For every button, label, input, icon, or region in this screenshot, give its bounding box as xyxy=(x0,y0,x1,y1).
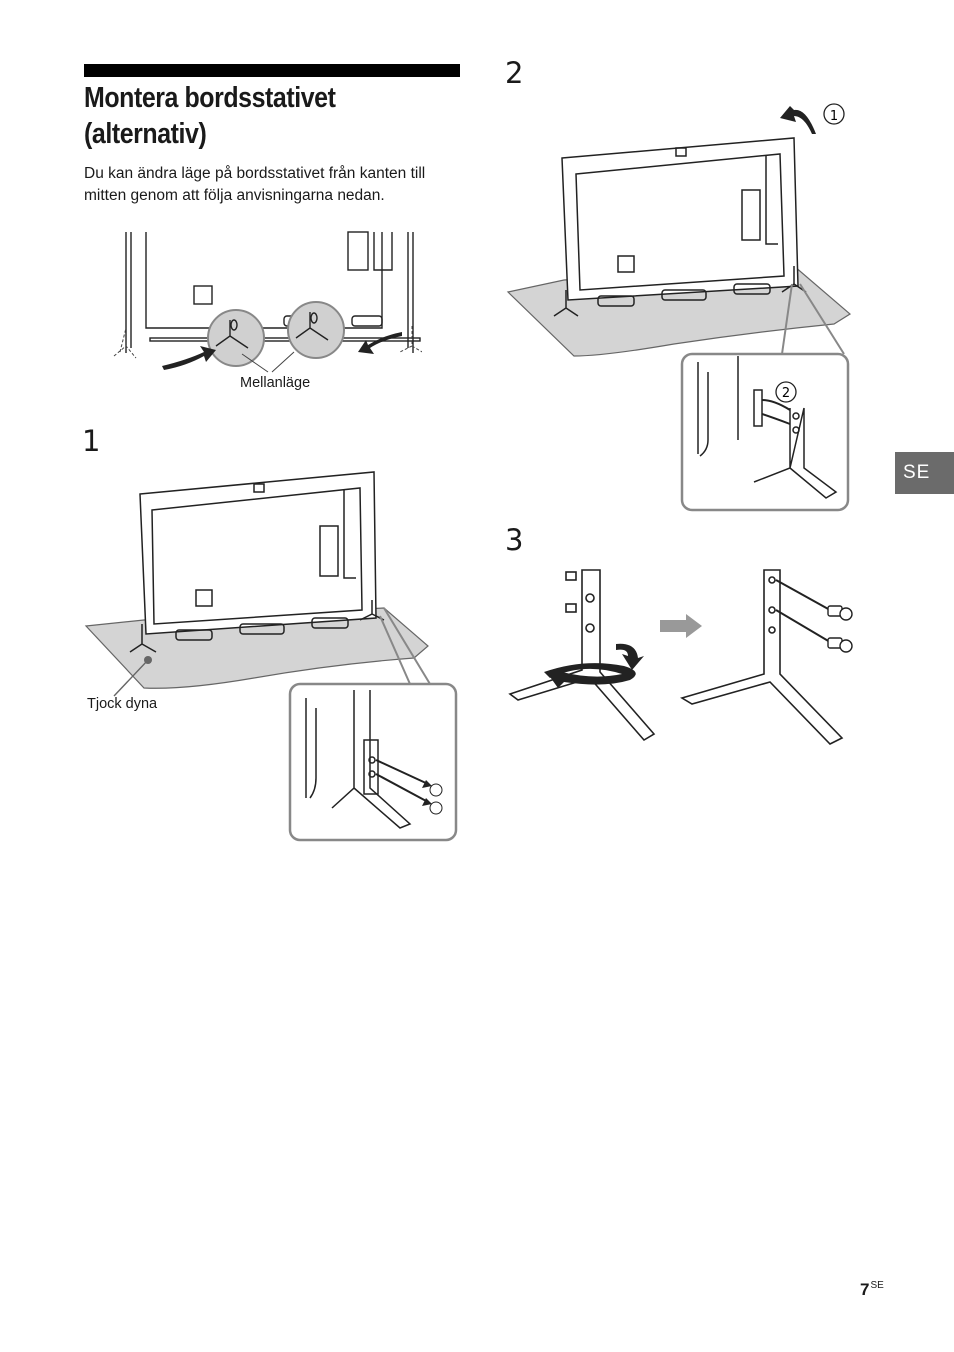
overview-figure xyxy=(113,231,422,373)
label-middle-position: Mellanläge xyxy=(240,375,311,391)
label-thick-cushion: Tjock dyna xyxy=(87,696,158,712)
heading-rule xyxy=(84,64,460,77)
step-2-figure: 1 2 xyxy=(506,103,852,512)
step-3-figure xyxy=(508,569,853,745)
callout-2-number: 2 xyxy=(782,386,790,401)
callout-1-number: 1 xyxy=(830,109,838,124)
step-1-figure xyxy=(84,471,458,842)
intro-text: Du kan ändra läge på bordsstativet från … xyxy=(84,165,426,204)
page-number: 7SE xyxy=(860,1280,884,1299)
language-tab: SE xyxy=(895,452,954,494)
page-title: Montera bordsstativet (alternativ) xyxy=(84,82,336,150)
step-2-number: 2 xyxy=(505,56,524,90)
step-3-number: 3 xyxy=(505,523,524,557)
step-1-number: 1 xyxy=(82,424,101,458)
